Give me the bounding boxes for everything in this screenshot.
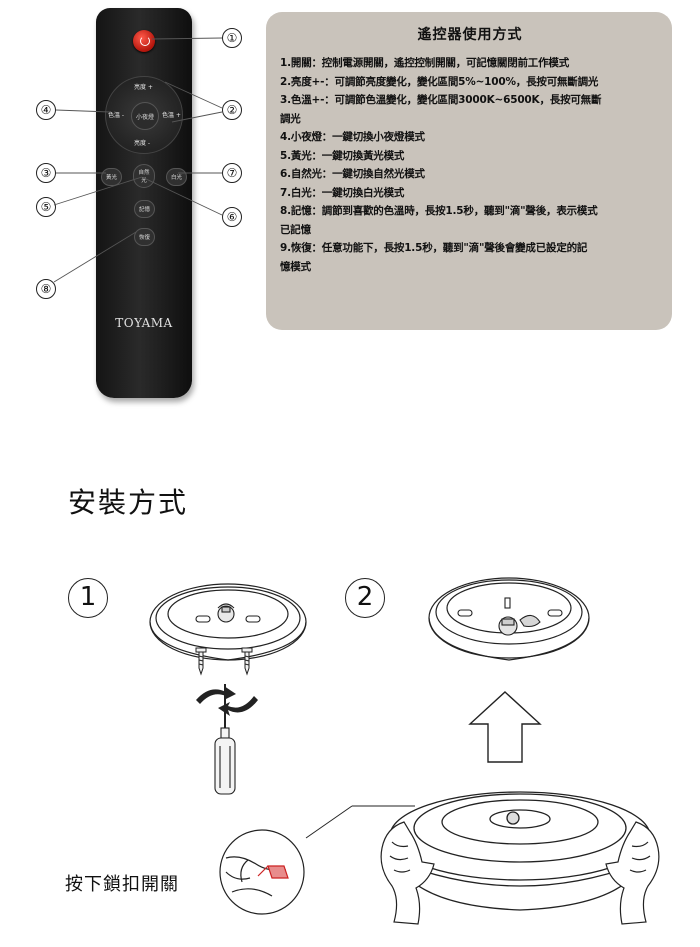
instructions-panel: 遙控器使用方式 1.開關：控制電源開關，遙控控制開關，可記憶關閉前工作模式 2.… bbox=[266, 12, 672, 330]
instructions-title: 遙控器使用方式 bbox=[417, 27, 523, 43]
callout-5: ⑤ bbox=[36, 197, 56, 217]
color-temp-plus-label[interactable]: 色溫 + bbox=[162, 112, 181, 119]
callout-8: ⑧ bbox=[36, 279, 56, 299]
press-latch-label: 按下鎖扣開關 bbox=[65, 874, 179, 895]
instruction-line: 調光 bbox=[280, 112, 301, 125]
natural-light-button[interactable]: 自然光 bbox=[133, 164, 155, 188]
instruction-line: 已記憶 bbox=[280, 223, 311, 236]
step-2-badge: 2 bbox=[345, 578, 385, 618]
yellow-light-button[interactable]: 黃光 bbox=[101, 168, 122, 186]
power-button[interactable] bbox=[133, 30, 155, 52]
instruction-line: 7.白光：一鍵切換白光模式 bbox=[280, 186, 405, 199]
callout-7: ⑦ bbox=[222, 163, 242, 183]
callout-3: ③ bbox=[36, 163, 56, 183]
brightness-up-label[interactable]: 亮度 + bbox=[134, 84, 153, 91]
install-title: 安裝方式 bbox=[68, 486, 189, 519]
callout-2: ② bbox=[222, 100, 242, 120]
memory-button[interactable]: 記憶 bbox=[134, 200, 155, 218]
callout-4: ④ bbox=[36, 100, 56, 120]
remote-control: 亮度 + 亮度 - 色溫 - 色溫 + 小夜燈 黃光 自然光 白光 記憶 恢復 … bbox=[96, 8, 192, 398]
arrow-up-icon bbox=[468, 691, 542, 763]
brand-logo: TOYAMA bbox=[115, 316, 173, 330]
instruction-line: 憶模式 bbox=[280, 260, 311, 273]
instruction-line: 1.開關：控制電源開關，遙控控制開關，可記憶關閉前工作模式 bbox=[280, 57, 569, 69]
callout-6: ⑥ bbox=[222, 207, 242, 227]
instruction-line: 5.黃光：一鍵切換黃光模式 bbox=[280, 149, 405, 162]
instruction-line: 8.記憶：調節到喜歡的色溫時，長按1.5秒，聽到"滴"聲後，表示模式 bbox=[280, 205, 598, 217]
restore-button[interactable]: 恢復 bbox=[134, 228, 155, 246]
white-light-label: 白光 bbox=[170, 175, 182, 181]
instruction-line: 3.色溫+-：可調節色溫變化，變化區間3000K~6500K，長按可無斷 bbox=[280, 94, 602, 106]
color-temp-minus-label[interactable]: 色溫 - bbox=[108, 112, 125, 119]
instruction-line: 6.自然光：一鍵切換自然光模式 bbox=[280, 168, 425, 180]
night-light-button[interactable]: 小夜燈 bbox=[131, 102, 159, 130]
restore-label: 恢復 bbox=[138, 235, 150, 241]
instruction-line: 4.小夜燈：一鍵切換小夜燈模式 bbox=[280, 131, 425, 143]
white-light-button[interactable]: 白光 bbox=[166, 168, 187, 186]
yellow-light-label: 黃光 bbox=[105, 175, 117, 181]
instruction-line: 2.亮度+-：可調節亮度變化，變化區間5%~100%，長按可無斷調光 bbox=[280, 75, 599, 88]
natural-light-label: 自然光 bbox=[138, 170, 150, 184]
dpad: 亮度 + 亮度 - 色溫 - 色溫 + 小夜燈 bbox=[105, 76, 183, 154]
instruction-line: 9.恢復：任意功能下，長按1.5秒，聽到"滴"聲後會變成已設定的記 bbox=[280, 242, 588, 254]
night-light-label: 小夜燈 bbox=[135, 113, 154, 121]
step-1-badge: 1 bbox=[68, 578, 108, 618]
memory-label: 記憶 bbox=[138, 207, 150, 213]
callout-1: ① bbox=[222, 28, 242, 48]
brightness-down-label[interactable]: 亮度 - bbox=[134, 140, 151, 147]
